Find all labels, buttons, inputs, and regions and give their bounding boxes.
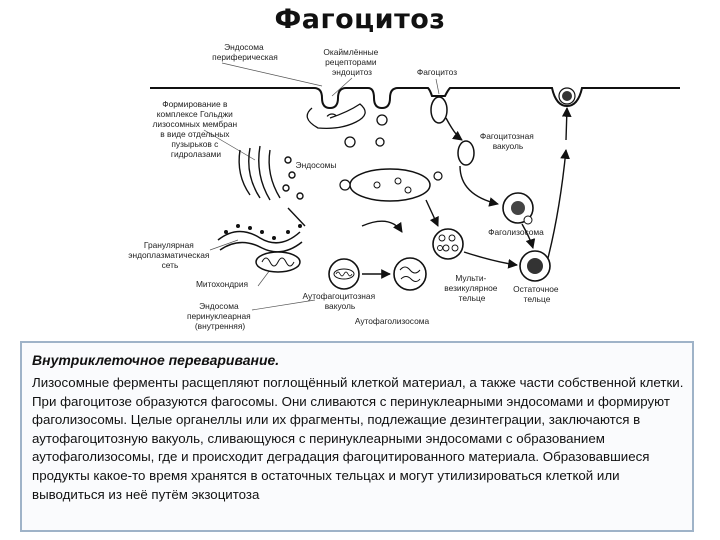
label-line: Митохондрия	[196, 279, 248, 289]
autophagolysosome	[393, 257, 427, 291]
endosome-tubular	[306, 103, 366, 130]
flow-arrows	[287, 107, 572, 279]
label-line: Фаголизосома	[488, 227, 544, 237]
label-mitochondrion: Митохондрия	[196, 279, 248, 289]
autophagic-vacuole	[328, 258, 360, 290]
label-line: Окаймлённые	[323, 47, 378, 57]
label-granular-er: Гранулярная эндоплазматическая сеть	[128, 240, 212, 270]
box-text: Лизосомные ферменты расщепляют поглощённ…	[32, 375, 684, 502]
label-line: тельце	[459, 293, 486, 303]
label-line: Аутофаголизосома	[355, 316, 430, 326]
label-line: рецепторами	[325, 57, 377, 67]
label-line: Эндосома	[199, 301, 239, 311]
label-line: сеть	[162, 260, 179, 270]
label-phagocytic-vacuole: Фагоцитозная вакуоль	[480, 131, 536, 151]
label-line: Эндосомы	[296, 160, 337, 170]
label-line: Аутофагоцитозная	[303, 291, 376, 301]
label-line: в виде отдельных	[160, 129, 230, 139]
phagocytic-vacuole	[430, 87, 576, 166]
label-line: периферическая	[212, 52, 278, 62]
label-line: гидролазами	[171, 149, 221, 159]
label-line: Формирование в	[162, 99, 228, 109]
endosome-peripheral	[339, 168, 443, 202]
phagocytosis-diagram: Эндосома периферическая Окаймлённые реце…	[128, 42, 680, 331]
mitochondrion	[255, 251, 301, 273]
label-autophagic-vacuole: Аутофагоцитозная вакуоль	[303, 291, 378, 311]
label-line: Мульти-	[455, 273, 486, 283]
label-autophagolysosome: Аутофаголизосома	[355, 316, 430, 326]
label-line: Эндосома	[224, 42, 264, 52]
label-golgi-formation: Формирование в комплексе Гольджи лизосом…	[153, 99, 240, 159]
label-line: Остаточное	[513, 284, 559, 294]
multivesicular-body	[432, 228, 464, 260]
label-line: эндоцитоз	[332, 67, 372, 77]
label-line: (внутренняя)	[195, 321, 246, 331]
label-bordered-receptors: Окаймлённые рецепторами эндоцитоз	[323, 47, 380, 77]
label-line: тельце	[524, 294, 551, 304]
label-line: пузырьков с	[171, 139, 218, 149]
label-line: вакуоль	[325, 301, 356, 311]
diagram-title: Фагоцитоз	[274, 4, 446, 35]
label-line: вакуоль	[493, 141, 524, 151]
residual-body	[519, 250, 551, 282]
label-endosome-peripheral: Эндосома периферическая	[212, 42, 278, 62]
label-line: Фагоцитозная	[480, 131, 534, 141]
label-residual-body: Остаточное тельце	[513, 284, 561, 304]
label-endosomes: Эндосомы	[296, 160, 337, 170]
label-line: Гранулярная	[144, 240, 194, 250]
label-line: комплексе Гольджи	[157, 109, 233, 119]
granular-er	[217, 224, 303, 253]
label-line: эндоплазматическая	[128, 250, 209, 260]
label-phagolysosome: Фаголизосома	[488, 227, 544, 237]
label-phagocytosis: Фагоцитоз	[417, 67, 457, 77]
label-line: лизосомных мембран	[153, 119, 238, 129]
description-box: Внутриклеточное переваривание. Лизосомны…	[20, 341, 694, 532]
plasma-membrane	[150, 87, 680, 110]
label-line: Фагоцитоз	[417, 67, 457, 77]
label-multivesicular-body: Мульти- везикулярное тельце	[444, 273, 499, 303]
label-endosome-perinuclear: Эндосома перинуклеарная (внутренняя)	[187, 301, 253, 331]
label-line: перинуклеарная	[187, 311, 251, 321]
leader-lines	[203, 62, 440, 311]
phagolysosome	[502, 192, 534, 225]
box-title: Внутриклеточное переваривание.	[32, 352, 280, 368]
label-line: везикулярное	[444, 283, 497, 293]
golgi-complex	[238, 145, 304, 201]
